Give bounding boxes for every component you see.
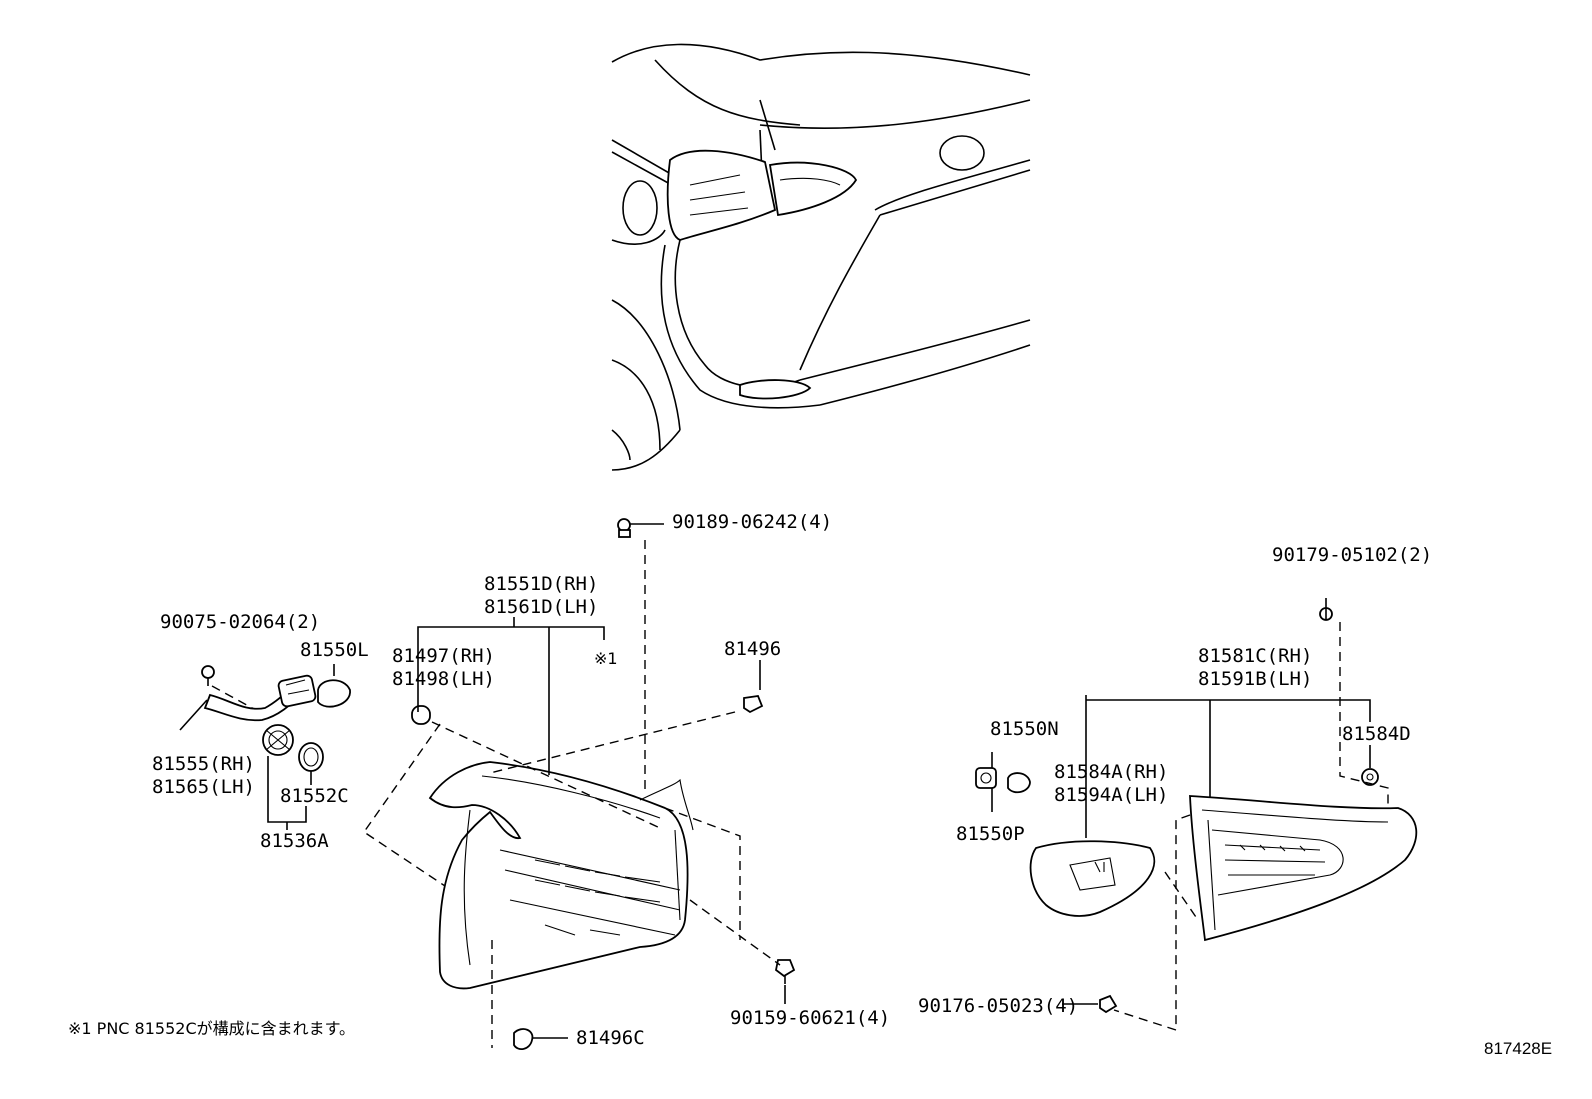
screw-90176-icon [1099, 994, 1118, 1014]
label-81496: 81496 [724, 638, 781, 660]
label-90159: 90159-60621(4) [730, 1007, 890, 1029]
socket-81536A [262, 724, 294, 756]
label-81550P: 81550P [956, 823, 1025, 845]
label-81584A: 81584A(RH) [1054, 761, 1168, 783]
clip-81496-icon [743, 695, 764, 714]
clip-81496C-icon [513, 1028, 568, 1051]
screw-90159-icon [775, 959, 796, 984]
label-90075: 90075-02064(2) [160, 611, 320, 633]
note-mark-1: ※1 [594, 649, 618, 668]
diagram-reference-number: 817428E [1484, 1039, 1552, 1058]
vehicle-rear-illustration [611, 43, 1031, 471]
label-81498: 81498(LH) [392, 668, 495, 690]
bulb-81550N-icon [1007, 772, 1031, 794]
label-81497: 81497(RH) [392, 645, 495, 667]
label-90176: 90176-05023(4) [918, 995, 1078, 1017]
label-81536A: 81536A [260, 830, 329, 852]
label-81496C: 81496C [576, 1027, 645, 1049]
label-81591B: 81591B(LH) [1198, 668, 1312, 690]
bulb-81550L-icon [317, 679, 351, 708]
socket-81550L [277, 674, 317, 708]
gasket-81584A [1029, 840, 1156, 917]
label-81551D: 81551D(RH) [484, 573, 598, 595]
label-81581C: 81581C(RH) [1198, 645, 1312, 667]
outer-tail-lamp-81551D [428, 761, 694, 990]
screw-90075-icon [201, 665, 215, 686]
socket-81550P [975, 767, 997, 789]
label-81565: 81565(LH) [152, 776, 255, 798]
label-81594A: 81594A(LH) [1054, 784, 1168, 806]
footnote: ※1 PNC 81552Cが構成に含まれます。 [68, 1019, 355, 1038]
screw-90189-icon [617, 518, 631, 538]
label-90179: 90179-05102(2) [1272, 544, 1432, 566]
socket-bulb-group [179, 664, 351, 830]
label-81561D: 81561D(LH) [484, 596, 598, 618]
inner-tail-lamp-81581C [1189, 795, 1418, 942]
label-81550N: 81550N [990, 718, 1059, 740]
label-81552C: 81552C [280, 785, 349, 807]
clip-81584D-icon [1361, 768, 1379, 786]
grommet-81497 [411, 705, 431, 725]
screw-90179-icon [1319, 598, 1333, 621]
label-81584D: 81584D [1342, 723, 1411, 745]
gasket-81552C [298, 742, 324, 772]
label-90189: 90189-06242(4) [672, 511, 832, 533]
label-81550L: 81550L [300, 639, 369, 661]
label-81555: 81555(RH) [152, 753, 255, 775]
